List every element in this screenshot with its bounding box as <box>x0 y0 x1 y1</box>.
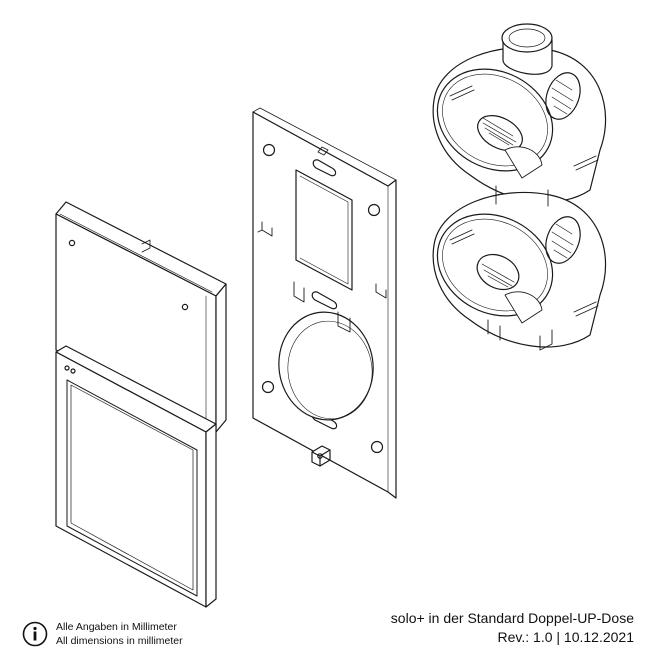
device-front-assembly <box>55 201 227 608</box>
dimensions-note-english: All dimensions in millimeter <box>56 635 183 647</box>
drawing-caption: solo+ in der Standard Doppel-UP-Dose Rev… <box>391 609 634 647</box>
info-icon <box>22 621 48 647</box>
dimensions-note: Alle Angaben in Millimeter All dimension… <box>22 620 183 648</box>
double-flush-box <box>432 23 607 351</box>
lower-box <box>432 191 607 351</box>
lower-display-part <box>55 345 217 608</box>
mounting-plate <box>252 107 397 499</box>
upper-box <box>432 23 607 203</box>
revision-info: Rev.: 1.0 | 10.12.2021 <box>497 629 634 645</box>
dimensions-note-german: Alle Angaben in Millimeter <box>56 621 177 633</box>
drawing-title: solo+ in der Standard Doppel-UP-Dose <box>390 610 634 626</box>
upper-cover-part <box>55 201 227 433</box>
